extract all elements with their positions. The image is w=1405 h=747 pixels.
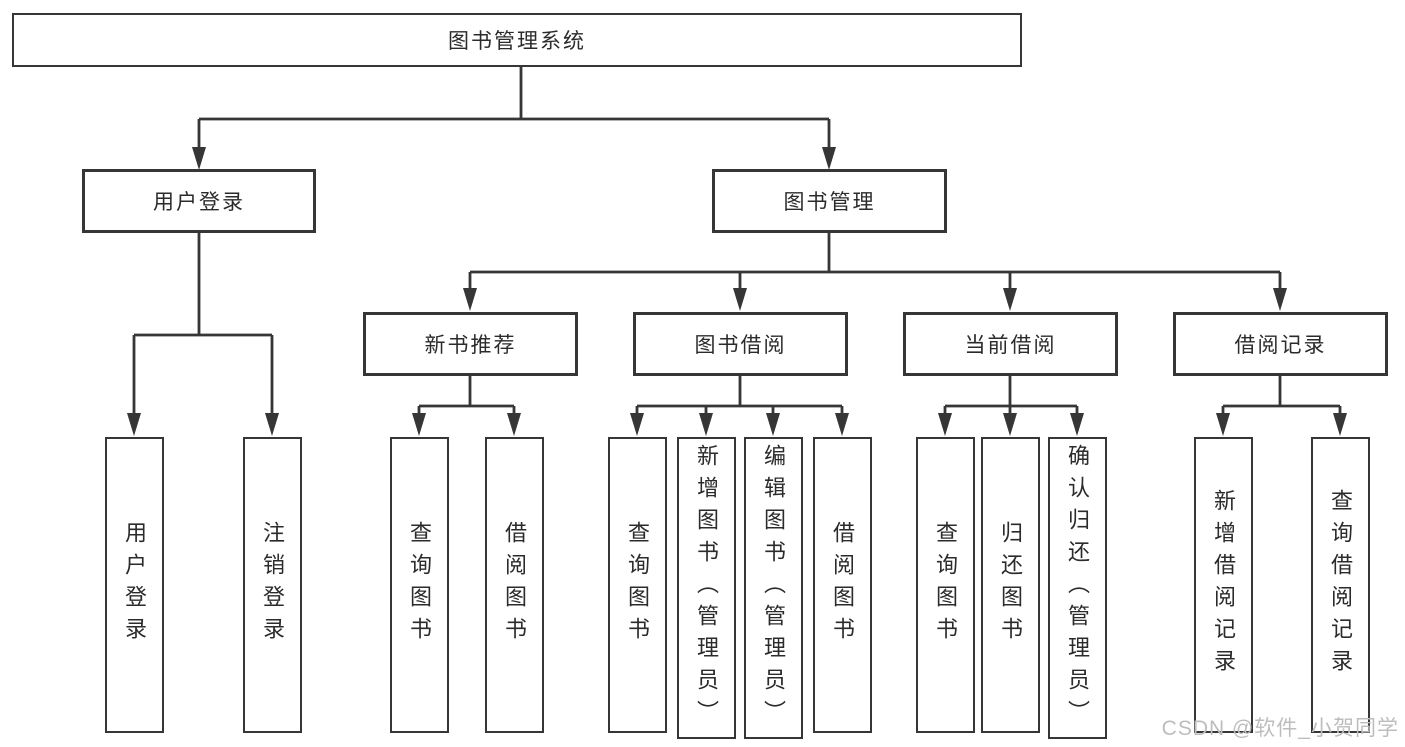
arrowhead-down [1003, 288, 1017, 311]
arrowhead-down [463, 288, 477, 311]
arrowhead-down [733, 288, 747, 311]
arrowhead-down [1216, 413, 1230, 436]
leaf-borrow-books-recommend-label: 借阅图书 [502, 521, 527, 649]
node-new-book-recommendation-label: 新书推荐 [424, 334, 517, 357]
connector-current-borrowing-children [938, 376, 1084, 436]
leaf-borrow-books-borrowing: 借阅图书 [812, 437, 872, 733]
leaf-query-books-current-label: 查询图书 [933, 521, 958, 649]
arrowhead-down [265, 413, 279, 436]
connector-book-borrowing-children [630, 376, 849, 436]
arrowhead-down [630, 413, 644, 436]
leaf-query-books-borrowing-label: 查询图书 [625, 521, 650, 649]
leaf-add-borrow-record: 新增借阅记录 [1193, 437, 1253, 733]
leaf-return-books: 归还图书 [980, 437, 1040, 733]
arrowhead-down [1273, 288, 1287, 311]
arrowhead-down [412, 413, 426, 436]
node-current-borrowing-label: 当前借阅 [964, 334, 1057, 357]
leaf-add-books-admin: 新增图书（管理员） [676, 437, 736, 739]
connector-book-management-to-level3 [463, 233, 1287, 311]
connector-new-book-recommendation-children [412, 376, 521, 436]
node-book-management-label: 图书管理 [783, 191, 876, 214]
leaf-query-borrow-record-label: 查询借阅记录 [1328, 489, 1353, 681]
leaf-query-books-borrowing: 查询图书 [607, 437, 667, 733]
node-root-system: 图书管理系统 [12, 13, 1022, 67]
arrowhead-down [1003, 413, 1017, 436]
connector-root-to-level2 [192, 67, 836, 170]
node-book-borrowing-label: 图书借阅 [694, 334, 787, 357]
leaf-confirm-return-admin: 确认归还（管理员） [1047, 437, 1107, 739]
leaf-edit-books-admin: 编辑图书（管理员） [743, 437, 803, 739]
arrowhead-down [835, 413, 849, 436]
leaf-edit-books-admin-label: 编辑图书（管理员） [761, 444, 786, 732]
node-borrowing-records-label: 借阅记录 [1234, 334, 1327, 357]
leaf-query-books-current: 查询图书 [915, 437, 975, 733]
connector-user-login-children [127, 233, 279, 436]
leaf-query-borrow-record: 查询借阅记录 [1310, 437, 1370, 733]
arrowhead-down [938, 413, 952, 436]
leaf-add-books-admin-label: 新增图书（管理员） [694, 444, 719, 732]
arrowhead-down [699, 413, 713, 436]
arrowhead-down [1333, 413, 1347, 436]
node-user-login: 用户登录 [82, 169, 316, 233]
arrowhead-down [766, 413, 780, 436]
leaf-borrow-books-recommend: 借阅图书 [484, 437, 544, 733]
node-root-system-label: 图书管理系统 [448, 30, 586, 53]
arrowhead-down [822, 147, 836, 170]
leaf-user-login-label: 用户登录 [122, 521, 147, 649]
connector-borrowing-records-children [1216, 376, 1347, 436]
leaf-add-borrow-record-label: 新增借阅记录 [1211, 489, 1236, 681]
node-user-login-label: 用户登录 [153, 191, 245, 214]
arrowhead-down [192, 147, 206, 170]
leaf-query-books-recommend-label: 查询图书 [407, 521, 432, 649]
node-current-borrowing: 当前借阅 [903, 312, 1118, 376]
leaf-return-books-label: 归还图书 [998, 521, 1023, 649]
leaf-query-books-recommend: 查询图书 [389, 437, 449, 733]
node-book-management: 图书管理 [712, 169, 947, 233]
arrowhead-down [1070, 413, 1084, 436]
csdn-watermark: CSDN @软件_小贺同学 [1161, 717, 1399, 740]
leaf-confirm-return-admin-label: 确认归还（管理员） [1065, 444, 1090, 732]
node-new-book-recommendation: 新书推荐 [363, 312, 578, 376]
leaf-user-login: 用户登录 [104, 437, 164, 733]
arrowhead-down [507, 413, 521, 436]
node-book-borrowing: 图书借阅 [633, 312, 848, 376]
leaf-logout: 注销登录 [242, 437, 302, 733]
leaf-logout-label: 注销登录 [260, 521, 285, 649]
node-borrowing-records: 借阅记录 [1173, 312, 1388, 376]
leaf-borrow-books-borrowing-label: 借阅图书 [830, 521, 855, 649]
arrowhead-down [127, 413, 141, 436]
